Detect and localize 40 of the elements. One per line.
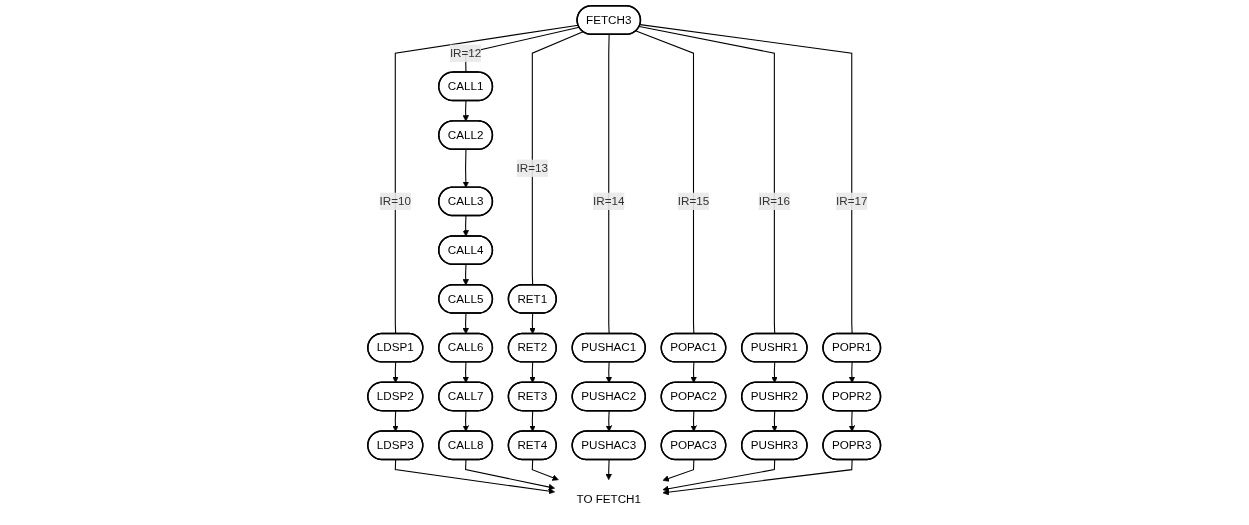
connector bbox=[532, 31, 584, 286]
arrow bbox=[462, 312, 470, 335]
arrow bbox=[662, 459, 695, 482]
arrow bbox=[462, 264, 470, 286]
arrow bbox=[395, 459, 556, 495]
arrow bbox=[662, 459, 776, 492]
arrow bbox=[465, 459, 556, 491]
arrow bbox=[849, 361, 856, 383]
arrow bbox=[771, 361, 779, 383]
arrow bbox=[462, 149, 470, 188]
edge-label: IR=14 bbox=[593, 194, 625, 208]
edge-label: IR=13 bbox=[516, 161, 549, 175]
edge-label: IR=12 bbox=[450, 46, 482, 59]
arrow bbox=[462, 361, 470, 383]
arrow bbox=[690, 361, 698, 383]
arrow bbox=[605, 459, 613, 481]
arrow bbox=[690, 410, 698, 432]
connector bbox=[635, 30, 695, 335]
arrow bbox=[662, 459, 853, 496]
arrow bbox=[849, 410, 856, 432]
arrow bbox=[392, 410, 399, 432]
arrow bbox=[771, 410, 779, 432]
arrow bbox=[392, 361, 399, 383]
edge-label: IR=16 bbox=[758, 194, 791, 208]
arrow bbox=[532, 459, 560, 481]
arrow bbox=[529, 410, 536, 432]
edge-label: IR=10 bbox=[379, 194, 412, 208]
connector bbox=[639, 24, 853, 335]
connector bbox=[639, 25, 776, 335]
edge-label: IR=17 bbox=[836, 194, 868, 208]
arrow bbox=[462, 100, 470, 122]
arrow bbox=[529, 312, 536, 335]
node-text: TO FETCH1 bbox=[576, 492, 642, 506]
arrow bbox=[462, 215, 470, 237]
arrow bbox=[529, 361, 536, 383]
edge-label: IR=15 bbox=[678, 194, 710, 208]
arrow bbox=[462, 410, 470, 432]
connector bbox=[608, 34, 610, 335]
arrow bbox=[606, 410, 613, 432]
arrow bbox=[606, 361, 613, 383]
